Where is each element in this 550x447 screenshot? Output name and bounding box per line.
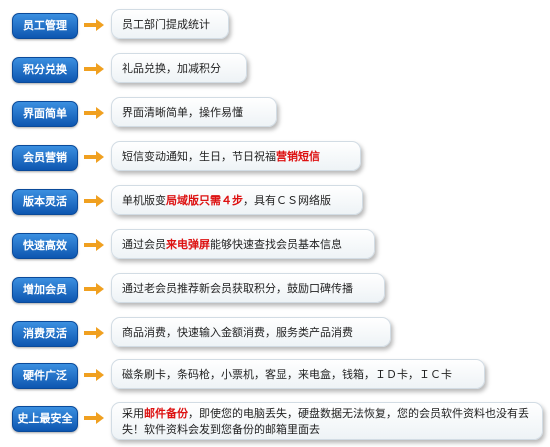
description-highlight: 邮件备份 [144, 407, 188, 420]
feature-label: 版本灵活 [12, 189, 78, 215]
arrow-right-icon [84, 239, 104, 251]
description-text: ，具有ＣＳ网络版 [243, 194, 331, 207]
feature-description: 采用邮件备份，即使您的电脑丢失，硬盘数据无法恢复，您的会员软件资料也没有丢失！软… [111, 402, 543, 440]
feature-row-flexible-versions: 版本灵活 单机版变局域版只需４步，具有ＣＳ网络版 [0, 184, 550, 226]
description-highlight: 局域版只需４步 [166, 194, 243, 207]
feature-description: 通过会员来电弹屏能够快速查找会员基本信息 [111, 229, 375, 259]
description-highlight: 营销短信 [276, 150, 320, 163]
description-text: 采用 [122, 407, 144, 420]
feature-label: 积分兑换 [12, 57, 78, 83]
description-text: 员工部门提成统计 [122, 18, 210, 31]
feature-row-flexible-spending: 消费灵活 商品消费，快速输入金额消费，服务类产品消费 [0, 316, 550, 358]
feature-row-safest: 史上最安全 采用邮件备份，即使您的电脑丢失，硬盘数据无法恢复，您的会员软件资料也… [0, 401, 550, 445]
arrow-right-icon [84, 283, 104, 295]
description-text: 单机版变 [122, 194, 166, 207]
arrow-right-icon [84, 412, 104, 424]
arrow-right-icon [84, 151, 104, 163]
description-text: 通过会员 [122, 238, 166, 251]
feature-description: 礼品兑换，加减积分 [111, 53, 247, 83]
feature-description: 短信变动通知，生日，节日祝福营销短信 [111, 141, 361, 171]
arrow-right-icon [84, 195, 104, 207]
description-text: 通过老会员推荐新会员获取积分，鼓励口碑传播 [122, 282, 353, 295]
arrow-right-icon [84, 107, 104, 119]
description-text: 能够快速查找会员基本信息 [210, 238, 342, 251]
arrow-right-icon [84, 63, 104, 75]
feature-label: 史上最安全 [12, 406, 78, 432]
feature-description: 磁条刷卡，条码枪，小票机，客显，来电盒，钱箱，ＩＤ卡，ＩＣ卡 [111, 359, 485, 389]
description-text: 界面清晰简单，操作易懂 [122, 106, 243, 119]
feature-row-member-marketing: 会员营销 短信变动通知，生日，节日祝福营销短信 [0, 140, 550, 182]
description-text: ，即使您的电脑丢失，硬盘数据无法恢复，您的会员软件资料也没有丢失！软件资料会发到… [122, 407, 529, 436]
feature-label: 消费灵活 [12, 321, 78, 347]
feature-description: 单机版变局域版只需４步，具有ＣＳ网络版 [111, 185, 363, 215]
feature-row-simple-interface: 界面简单 界面清晰简单，操作易懂 [0, 96, 550, 138]
arrow-right-icon [84, 19, 104, 31]
feature-row-hardware-support: 硬件广泛 磁条刷卡，条码枪，小票机，客显，来电盒，钱箱，ＩＤ卡，ＩＣ卡 [0, 358, 550, 400]
feature-row-add-members: 增加会员 通过老会员推荐新会员获取积分，鼓励口碑传播 [0, 272, 550, 314]
description-text: 礼品兑换，加减积分 [122, 62, 221, 75]
feature-description: 通过老会员推荐新会员获取积分，鼓励口碑传播 [111, 273, 385, 303]
feature-description: 商品消费，快速输入金额消费，服务类产品消费 [111, 317, 391, 347]
feature-label: 会员营销 [12, 145, 78, 171]
feature-label: 增加会员 [12, 277, 78, 303]
feature-row-staff-management: 员工管理 员工部门提成统计 [0, 8, 550, 50]
arrow-right-icon [84, 327, 104, 339]
feature-row-fast-efficient: 快速高效 通过会员来电弹屏能够快速查找会员基本信息 [0, 228, 550, 270]
feature-label: 硬件广泛 [12, 363, 78, 389]
description-text: 短信变动通知，生日，节日祝福 [122, 150, 276, 163]
feature-description: 界面清晰简单，操作易懂 [111, 97, 277, 127]
feature-label: 界面简单 [12, 101, 78, 127]
feature-description: 员工部门提成统计 [111, 9, 229, 39]
arrow-right-icon [84, 369, 104, 381]
feature-label: 员工管理 [12, 13, 78, 39]
feature-row-points-exchange: 积分兑换 礼品兑换，加减积分 [0, 52, 550, 94]
description-text: 磁条刷卡，条码枪，小票机，客显，来电盒，钱箱，ＩＤ卡，ＩＣ卡 [122, 368, 452, 381]
feature-label: 快速高效 [12, 233, 78, 259]
description-highlight: 来电弹屏 [166, 238, 210, 251]
description-text: 商品消费，快速输入金额消费，服务类产品消费 [122, 326, 353, 339]
